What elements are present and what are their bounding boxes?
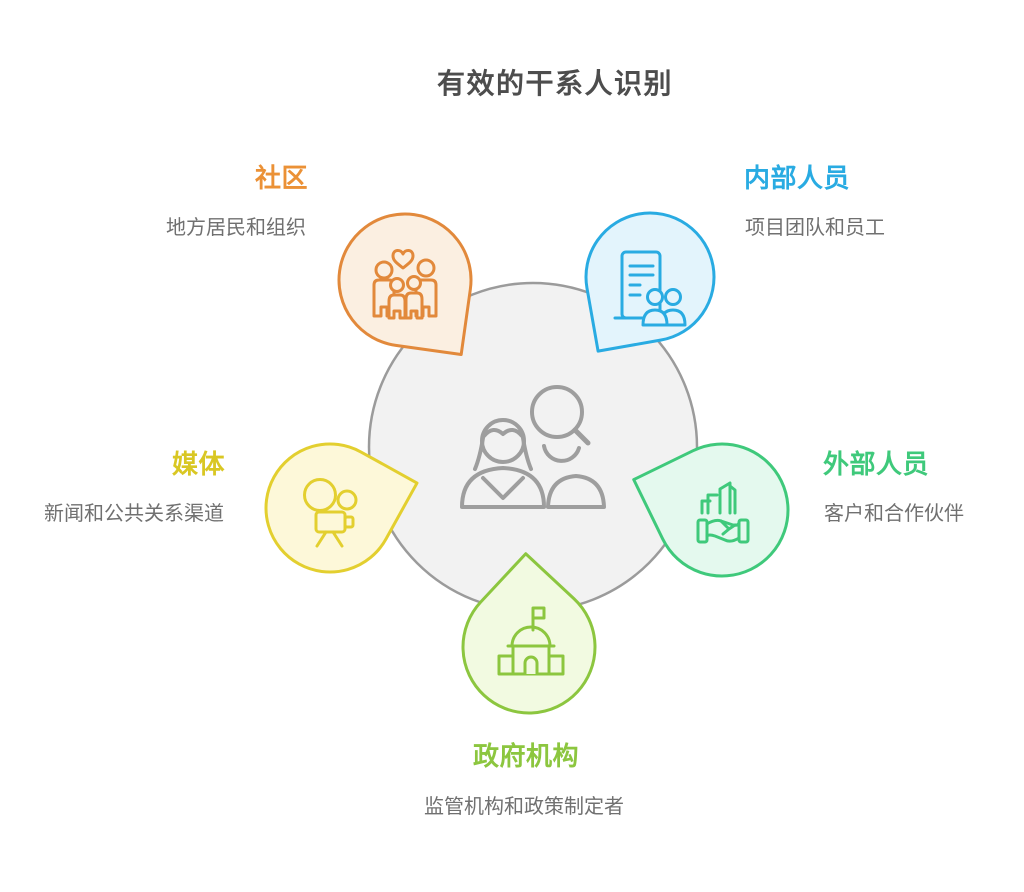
internal-heading: 内部人员 (744, 164, 851, 194)
family-heart-icon (372, 249, 438, 320)
government-description: 监管机构和政策制定者 (424, 794, 624, 818)
movie-camera-icon (303, 478, 358, 548)
handshake-buildings-icon (696, 481, 750, 544)
community-balloon (337, 212, 473, 357)
external-heading: 外部人员 (823, 450, 930, 480)
media-description: 新闻和公共关系渠道 (44, 501, 224, 525)
government-building-icon (497, 606, 565, 676)
community-heading: 社区 (255, 164, 309, 194)
community-description: 地方居民和组织 (166, 215, 306, 239)
people-search-icon (460, 385, 606, 509)
media-heading: 媒体 (172, 450, 226, 480)
external-description: 客户和合作伙伴 (824, 501, 964, 525)
external-balloon (632, 442, 790, 578)
internal-balloon (584, 211, 716, 353)
page-title: 有效的干系人识别 (437, 67, 674, 100)
internal-description: 项目团队和员工 (745, 215, 885, 239)
government-heading: 政府机构 (473, 742, 580, 772)
office-building-staff-icon (613, 250, 687, 327)
